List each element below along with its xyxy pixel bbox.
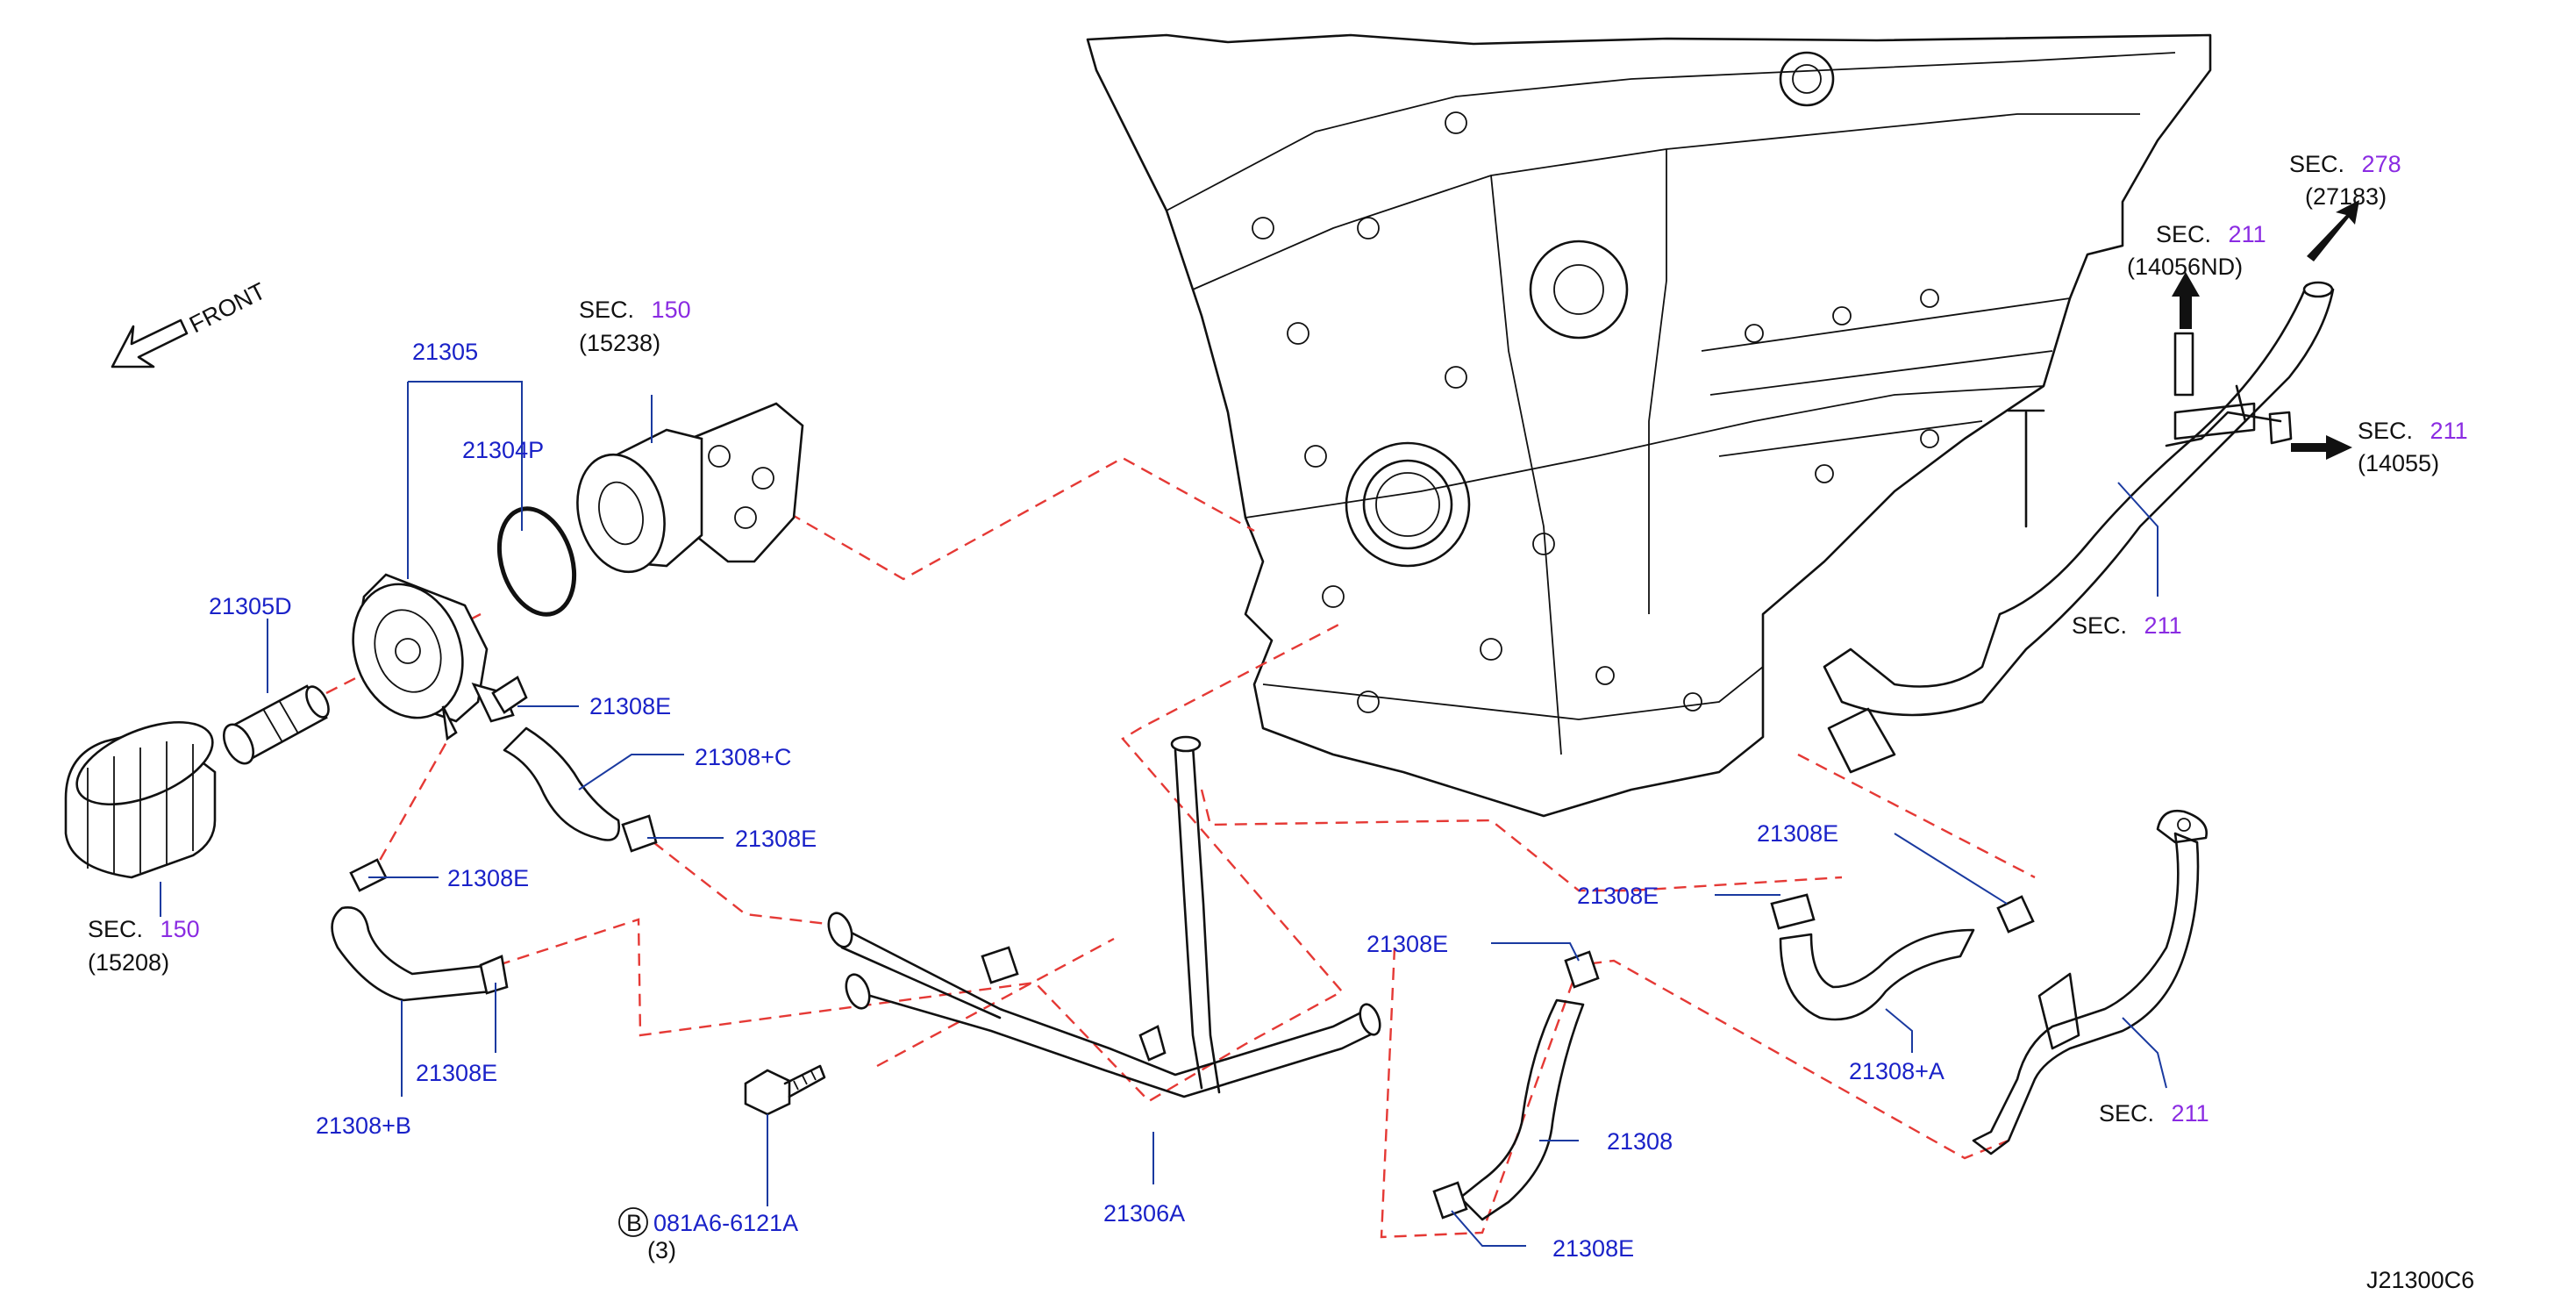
oil-filter-bracket <box>576 402 804 574</box>
part-21305D-label: 21305D <box>209 593 292 619</box>
part-21308E-label-5: 21308E <box>1757 820 1838 847</box>
bolt-qty-label: (3) <box>647 1237 676 1263</box>
hose-21308-a <box>1779 928 1975 1021</box>
clamp-21308e-7 <box>1564 950 1600 989</box>
oil-filter <box>64 720 217 879</box>
arrow-up-icon <box>2172 272 2200 329</box>
part-21308E-label-4: 21308E <box>416 1060 497 1086</box>
clamp-21308e-1 <box>491 676 528 714</box>
upper-water-pipe <box>1823 281 2335 774</box>
sec-150-left-ref: (15208) <box>88 949 169 976</box>
sec-211-b-callout: SEC. 211 <box>2358 418 2468 444</box>
part-21308-label: 21308 <box>1607 1128 1673 1155</box>
part-21308E-label-7: 21308E <box>1366 931 1448 957</box>
sec-150-top-callout: SEC. 150 <box>579 297 691 323</box>
flange-bolt <box>744 1064 826 1116</box>
oil-cooler-21305 <box>352 573 515 741</box>
connector-bolt-21305D <box>222 684 330 765</box>
front-label: FRONT <box>185 277 269 338</box>
part-21304P-label: 21304P <box>462 437 544 463</box>
part-21308E-label-1: 21308E <box>589 693 671 719</box>
hose-21308-c <box>503 726 621 841</box>
sec-211-b-ref: (14055) <box>2358 450 2439 476</box>
front-direction-indicator: FRONT <box>111 277 270 368</box>
part-21305-label: 21305 <box>412 339 478 365</box>
sec-150-top-ref: (15238) <box>579 330 660 356</box>
front-arrow-icon <box>111 318 189 368</box>
bolt-circle-marker <box>618 1207 648 1237</box>
bolt-part-label: 081A6-6121A <box>653 1210 798 1236</box>
sec-211-d-callout: SEC. 211 <box>2099 1100 2209 1127</box>
part-21308C-label: 21308+C <box>695 744 791 770</box>
callout-labels: SEC. 150 (15238) SEC. 150 (15208) SEC. 2… <box>88 151 2468 1262</box>
leader-lines <box>160 381 2167 1247</box>
part-21308A-label: 21308+A <box>1849 1058 1944 1084</box>
part-21308B-label: 21308+B <box>316 1112 411 1139</box>
bolt-callout: B 081A6-6121A (3) <box>618 1207 798 1263</box>
diagram-id: J21300C6 <box>2366 1267 2474 1293</box>
arrow-right-icon <box>2291 435 2352 460</box>
clamp-21308e-8 <box>1432 1181 1468 1220</box>
clamp-21308e-5 <box>1770 893 1816 930</box>
sec-211-c-callout: SEC. 211 <box>2072 612 2182 639</box>
clamp-21308e-4 <box>479 955 509 995</box>
clamp-21308e-3 <box>349 858 388 892</box>
direction-arrows <box>2172 200 2359 460</box>
arrow-up-right-icon <box>2307 200 2359 261</box>
clamp-21308e-6 <box>1996 895 2035 934</box>
hose-21308 <box>1459 998 1585 1221</box>
sec-211-a-callout: SEC. 211 <box>2156 221 2266 247</box>
part-21308E-label-8: 21308E <box>1552 1235 1634 1262</box>
clamp-21308e-2 <box>621 814 658 853</box>
hose-clamps <box>349 676 2035 1220</box>
engine-block-illustration <box>1086 33 2212 818</box>
part-21308E-label-3: 21308E <box>447 865 529 891</box>
sec-211-a-ref: (14056ND) <box>2127 254 2243 280</box>
sec-278-callout: SEC. 278 <box>2289 151 2401 177</box>
bolt-circle-letter: B <box>626 1210 642 1236</box>
hose-21308-b <box>331 906 493 1002</box>
oil-cooler-tube-21306A <box>827 735 1381 1098</box>
lower-water-pipe <box>1972 809 2208 1155</box>
sec-278-ref: (27183) <box>2305 183 2387 210</box>
part-21308E-label-6: 21308E <box>1577 883 1659 909</box>
o-ring-21304P <box>496 506 577 617</box>
part-21308E-label-2: 21308E <box>735 826 817 852</box>
sec-150-left-callout: SEC. 150 <box>88 916 200 942</box>
part-21306A-label: 21306A <box>1103 1200 1185 1227</box>
